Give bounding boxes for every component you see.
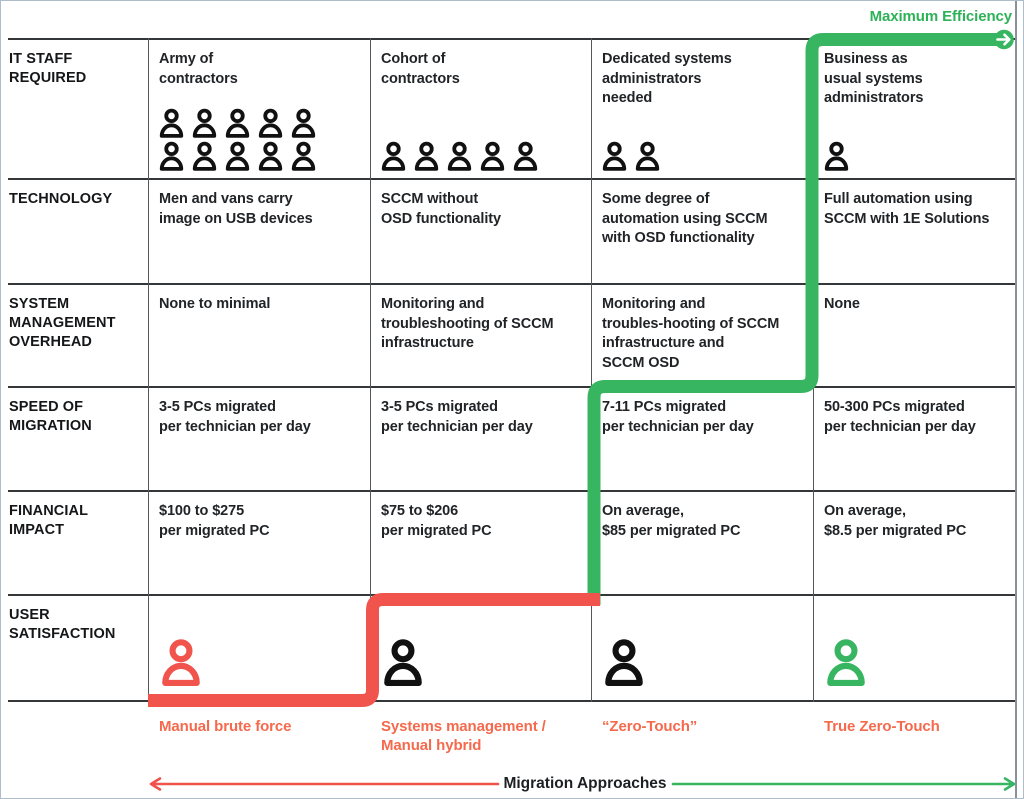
person-icon	[447, 141, 472, 171]
person-icon	[824, 141, 849, 171]
table-cell: Some degree of automation using SCCM wit…	[602, 191, 768, 246]
approach-label: “Zero-Touch”	[602, 718, 698, 735]
person-icon	[513, 141, 538, 171]
person-icon-group	[158, 638, 218, 688]
table-cell: Dedicated systems administrators needed	[602, 51, 732, 106]
person-icon-group	[822, 106, 992, 172]
grid-line-horizontal	[8, 700, 1015, 702]
person-icon-group	[600, 106, 770, 172]
table-cell: $100 to $275 per migrated PC	[159, 503, 270, 539]
table-cell: 3-5 PCs migrated per technician per day	[159, 399, 311, 435]
grid-line-horizontal	[8, 490, 1015, 492]
person-icon-group	[379, 106, 549, 172]
person-icon-group	[157, 106, 327, 172]
person-icon	[291, 108, 316, 138]
person-icon	[192, 108, 217, 138]
table-cell: Monitoring and troubles-hooting of SCCM …	[602, 296, 780, 371]
person-icon	[291, 141, 316, 171]
table-cell: None to minimal	[159, 296, 271, 312]
grid-line-horizontal	[8, 38, 1015, 40]
person-icon	[162, 639, 200, 687]
row-header: IT STAFF REQUIRED	[9, 51, 87, 86]
person-icon-group	[823, 638, 883, 688]
grid-line-vertical	[813, 38, 814, 702]
approach-label: Systems management / Manual hybrid	[381, 718, 546, 754]
grid-line-horizontal	[8, 594, 1015, 596]
row-header: TECHNOLOGY	[9, 191, 113, 207]
person-icon	[225, 108, 250, 138]
table-cell: Army of contractors	[159, 51, 238, 87]
table-cell: None	[824, 296, 860, 312]
row-header: USER SATISFACTION	[9, 607, 116, 642]
person-icon	[635, 141, 660, 171]
approach-label: True Zero-Touch	[824, 718, 940, 735]
table-cell: 3-5 PCs migrated per technician per day	[381, 399, 533, 435]
grid-line-horizontal	[8, 386, 1015, 388]
row-header: SPEED OF MIGRATION	[9, 399, 92, 434]
person-icon	[258, 141, 283, 171]
grid-line-horizontal	[8, 283, 1015, 285]
person-icon-group	[601, 638, 661, 688]
table-cell: Cohort of contractors	[381, 51, 460, 87]
migration-approaches-label: Migration Approaches	[503, 775, 667, 792]
person-icon-group	[380, 638, 440, 688]
person-icon	[414, 141, 439, 171]
grid-line-vertical	[591, 38, 592, 702]
person-icon	[192, 141, 217, 171]
grid-line-vertical	[370, 38, 371, 702]
person-icon	[159, 108, 184, 138]
person-icon	[602, 141, 627, 171]
table-cell: On average, $8.5 per migrated PC	[824, 503, 967, 539]
person-icon	[225, 141, 250, 171]
row-header: SYSTEM MANAGEMENT OVERHEAD	[9, 296, 116, 350]
maximum-efficiency-label: Maximum Efficiency	[869, 8, 1013, 25]
person-icon	[258, 108, 283, 138]
table-cell: 7-11 PCs migrated per technician per day	[602, 399, 754, 435]
person-icon	[480, 141, 505, 171]
table-cell: SCCM without OSD functionality	[381, 191, 501, 227]
person-icon	[381, 141, 406, 171]
grid-line-vertical	[148, 38, 149, 702]
page-edge-line	[1015, 1, 1017, 798]
person-icon	[605, 639, 643, 687]
table-cell: On average, $85 per migrated PC	[602, 503, 741, 539]
person-icon	[827, 639, 865, 687]
grid-line-horizontal	[8, 178, 1015, 180]
table-cell: Monitoring and troubleshooting of SCCM i…	[381, 296, 554, 351]
table-cell: Business as usual systems administrators	[824, 51, 924, 106]
table-cell: Full automation using SCCM with 1E Solut…	[824, 191, 990, 227]
table-cell: Men and vans carry image on USB devices	[159, 191, 313, 227]
arrow-right-icon	[671, 777, 1016, 791]
person-icon	[384, 639, 422, 687]
table-cell: 50-300 PCs migrated per technician per d…	[824, 399, 976, 435]
approach-label: Manual brute force	[159, 718, 292, 735]
row-header: FINANCIAL IMPACT	[9, 503, 89, 538]
arrow-left-icon	[149, 777, 500, 791]
table-cell: $75 to $206 per migrated PC	[381, 503, 492, 539]
person-icon	[159, 141, 184, 171]
